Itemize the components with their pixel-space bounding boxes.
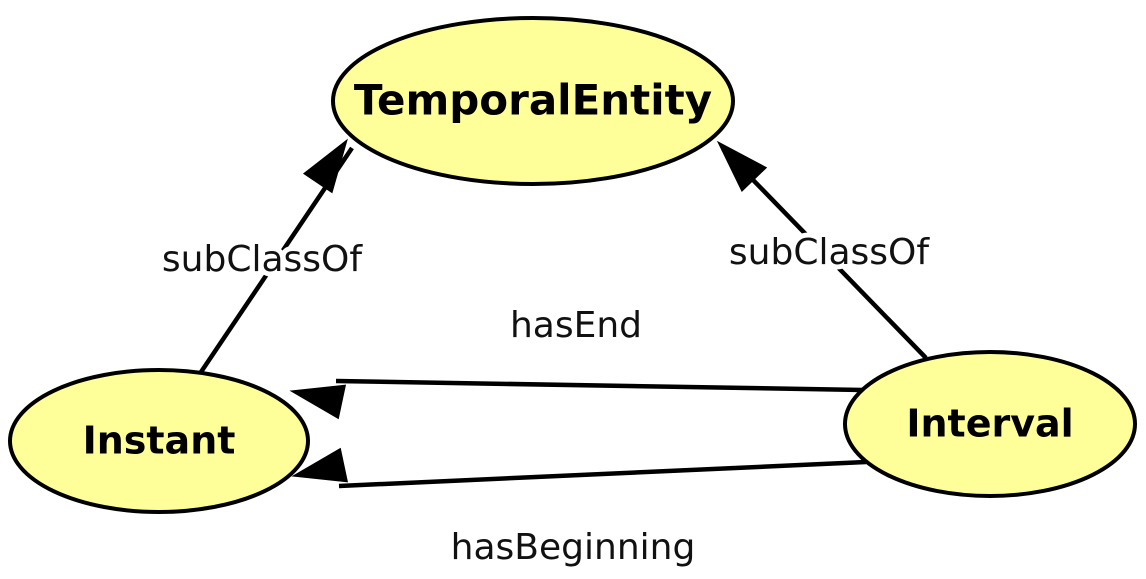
edge-label-subclassof-right: subClassOf [729,232,930,273]
edge-label-halo: hasBeginning [451,527,696,568]
arrowhead-icon [302,138,348,194]
node-instant[interactable]: Instant [8,368,310,514]
arrowhead-icon [291,447,349,483]
edge-label-hasend: hasEnd [510,305,642,346]
edge-interval-subclassof-temporalentity[interactable]: subClassOf subClassOf [716,140,935,360]
node-temporal-entity[interactable]: TemporalEntity [331,16,735,186]
edge-label-halo: subClassOf [729,232,930,273]
nodes-layer: TemporalEntity Instant Interval [8,16,1137,514]
edge-instant-subclassof-temporalentity[interactable]: subClassOf subClassOf [157,138,368,374]
edge-line [335,378,864,393]
edge-label-halo: hasEnd [510,305,642,346]
edge-label-hasbeginning: hasBeginning [451,527,696,568]
node-ellipse [843,350,1137,498]
edge-interval-hasend-instant[interactable]: hasEnd hasEnd [289,300,864,420]
edge-line [721,147,928,360]
node-ellipse [331,16,735,186]
node-label-interval: Interval [906,402,1073,446]
edge-label-halo: subClassOf [162,239,363,280]
node-label-instant: Instant [83,419,236,463]
edge-interval-hasbeginning-instant[interactable]: hasBeginning hasBeginning [291,447,867,573]
node-label-temporal-entity: TemporalEntity [354,76,712,125]
edges-layer: subClassOf subClassOf subClassOf subClas… [157,138,935,573]
arrowhead-icon [716,140,768,193]
node-ellipse [8,368,310,514]
arrowhead-icon [289,384,347,420]
edge-label-subclassof-left: subClassOf [162,239,363,280]
edge-line [338,459,867,489]
node-interval[interactable]: Interval [843,350,1137,498]
